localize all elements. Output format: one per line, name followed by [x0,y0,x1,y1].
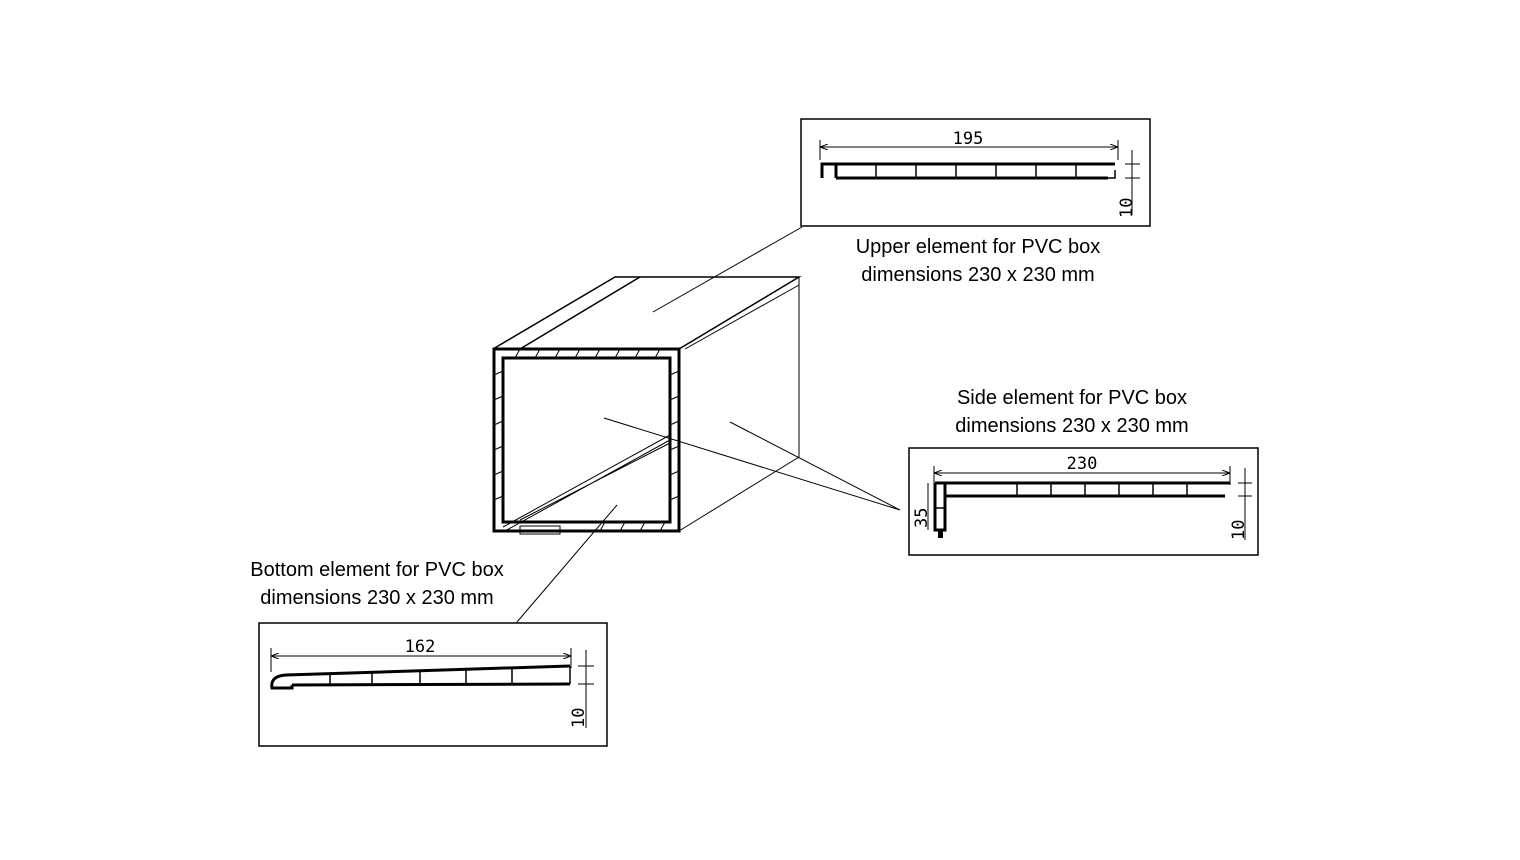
bottom-height-dim: 10 [569,708,589,728]
upper-element-inset: 195 10 [800,118,1151,227]
side-width-dim: 230 [1067,454,1098,474]
bottom-leader [516,504,618,623]
upper-caption-1: Upper element for PVC box [856,236,1101,258]
upper-height-dim: 10 [1117,198,1137,218]
side-flange-dim: 35 [912,508,932,528]
upper-leader [652,226,803,313]
bottom-caption-2: dimensions 230 x 230 mm [260,587,493,609]
side-height-dim: 10 [1229,520,1249,540]
side-caption-2: dimensions 230 x 230 mm [955,415,1188,437]
side-leader [603,417,901,511]
bottom-element-inset: 162 10 [258,622,608,747]
side-element-inset: 230 35 10 [908,447,1259,556]
upper-caption-2: dimensions 230 x 230 mm [861,264,1094,286]
side-caption-1: Side element for PVC box [957,387,1187,409]
box-front-inner [501,356,672,524]
upper-width-dim: 195 [953,129,984,149]
bottom-width-dim: 162 [405,637,436,657]
box-front-outer [492,347,681,533]
box-ribs [493,348,680,535]
box-3d-view [492,226,901,623]
bottom-caption-1: Bottom element for PVC box [250,559,503,581]
